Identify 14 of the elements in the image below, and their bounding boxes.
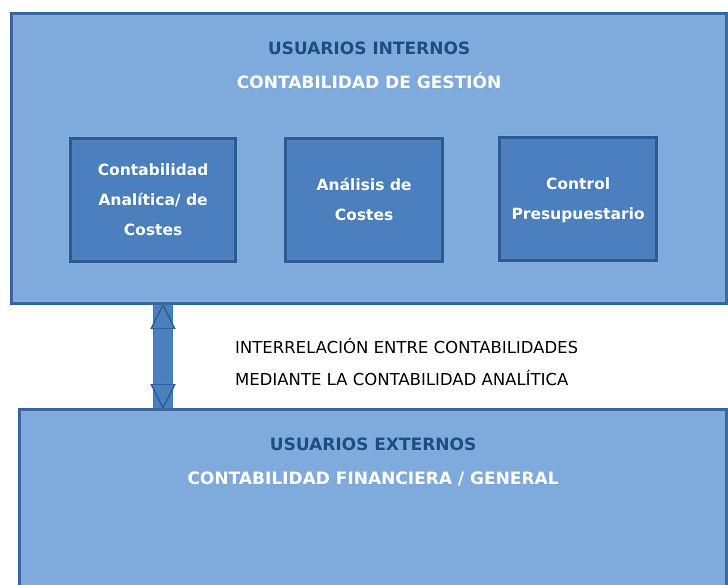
panel-heading: USUARIOS EXTERNOS bbox=[268, 435, 478, 455]
process-box bbox=[498, 136, 658, 262]
group-panel bbox=[10, 12, 728, 305]
panel-title: CONTABILIDAD FINANCIERA / GENERAL bbox=[186, 469, 560, 489]
process-box bbox=[284, 137, 444, 263]
group-panel bbox=[18, 408, 728, 585]
double-arrow bbox=[150, 304, 176, 409]
box-label: Análisis de Costes bbox=[316, 175, 412, 226]
panel-title: CONTABILIDAD DE GESTIÓN bbox=[236, 73, 502, 93]
panel-heading: USUARIOS INTERNOS bbox=[266, 39, 472, 59]
note-text: INTERRELACIÓN ENTRE CONTABILIDADES MEDIANTE LA CONTABILIDAD ANALÍTICA bbox=[235, 336, 580, 391]
box-label: Contabilidad Analítica/ de Costes bbox=[96, 160, 210, 241]
process-box bbox=[69, 137, 237, 263]
box-label: Control Presupuestario bbox=[510, 174, 646, 225]
